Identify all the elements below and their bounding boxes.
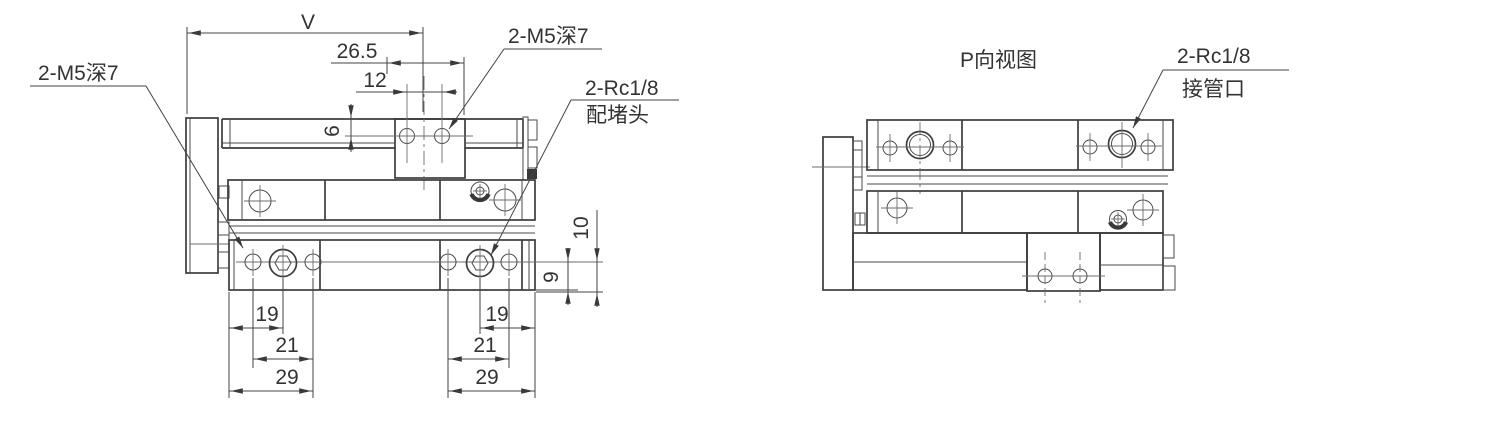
dim-26-5-label: 26.5 <box>337 40 378 63</box>
dim-9-label: 9 <box>540 271 563 283</box>
p-adjuster-screw <box>1108 210 1128 230</box>
dim-v-label: V <box>301 11 315 34</box>
dim-12-label: 12 <box>363 69 386 92</box>
p-guide-rails <box>867 175 1168 185</box>
port-plug-line1-text: 2-Rc1/8 <box>585 77 659 100</box>
thread-top-text: 2-M5深7 <box>508 25 589 48</box>
pipe-port-line2-text: 接管口 <box>1182 78 1245 101</box>
label-thread-top: 2-M5深7 <box>448 25 602 130</box>
dim-bottom-right-group: 19 21 29 <box>447 278 536 398</box>
p-end-plate <box>812 136 870 291</box>
label-port-plug: 2-Rc1/8 配堵头 <box>490 77 679 256</box>
pipe-port-line1-text: 2-Rc1/8 <box>1177 45 1251 68</box>
dim-21-left-label: 21 <box>275 334 298 357</box>
dim-bottom-left-group: 19 21 29 <box>228 278 314 398</box>
dim-block-offset: 26.5 <box>331 40 465 115</box>
label-pipe-port: 2-Rc1/8 接管口 <box>1132 45 1289 129</box>
dim-6-label: 6 <box>321 125 344 137</box>
thread-side-text: 2-M5深7 <box>38 62 119 85</box>
bottom-slide <box>228 239 603 291</box>
right-view: P向视图 <box>812 45 1289 303</box>
port-plug-line2-text: 配堵头 <box>586 104 649 127</box>
port-plug-face <box>527 169 537 179</box>
guide-rails <box>229 225 535 234</box>
adjuster-screw <box>469 181 491 203</box>
dim-29-left-label: 29 <box>275 366 298 389</box>
mounting-block <box>345 76 473 192</box>
left-view: V 26.5 12 6 <box>30 11 679 398</box>
p-top-band <box>866 119 1174 194</box>
dim-port-heights: 9 10 <box>536 210 603 307</box>
dim-19-left-label: 19 <box>255 303 278 326</box>
dim-29-right-label: 29 <box>475 366 498 389</box>
dim-v: V <box>186 11 424 114</box>
dim-19-right-label: 19 <box>485 303 508 326</box>
dim-top-hole-depth: 6 <box>321 104 359 152</box>
p-lower-band <box>866 190 1164 234</box>
right-view-title: P向视图 <box>960 49 1037 72</box>
p-base <box>852 232 1176 303</box>
dim-10-label: 10 <box>570 216 593 239</box>
cylinder-body <box>227 179 536 221</box>
top-rail <box>221 116 538 181</box>
label-thread-side: 2-M5深7 <box>30 62 244 249</box>
end-plate <box>185 117 230 274</box>
dim-21-right-label: 21 <box>473 334 496 357</box>
dim-top-hole-pitch: 12 <box>356 69 457 95</box>
